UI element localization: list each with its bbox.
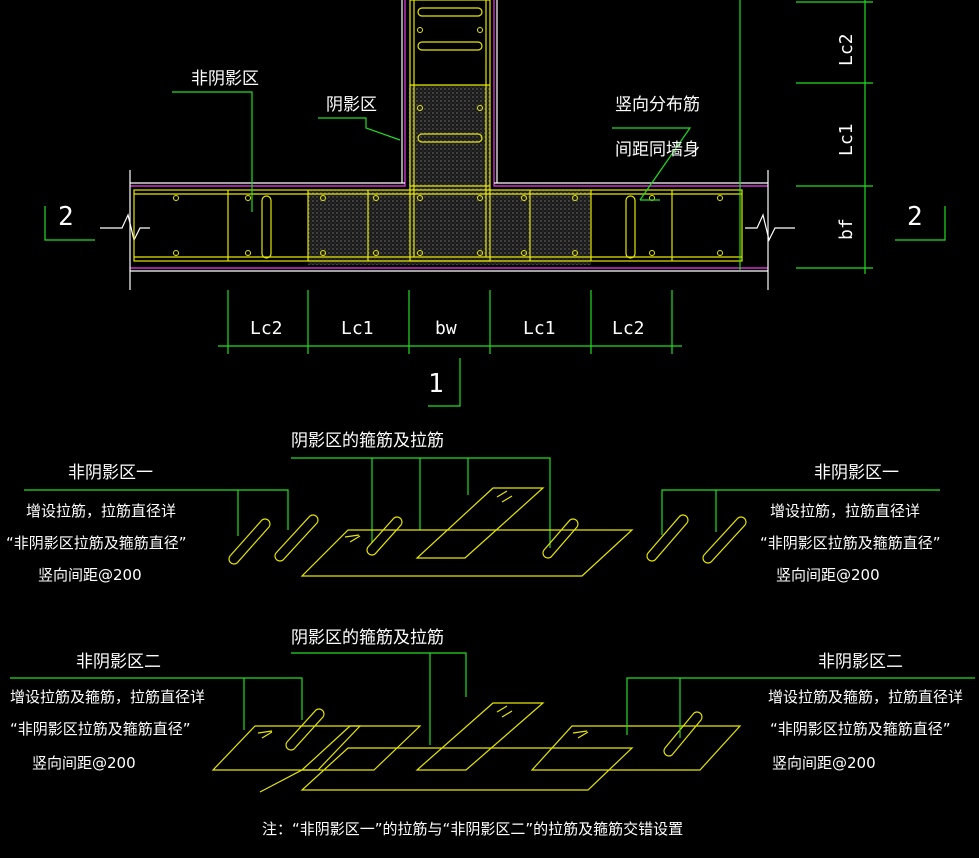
shadow-zone-hatch (308, 190, 591, 265)
label-shadow: 阴影区 (326, 95, 377, 115)
detail-one-left-note-1: 增设拉筋，拉筋直径详 (26, 502, 176, 520)
web-tie-a (417, 7, 483, 17)
detail-two-right-note-2: “非阴影区拉筋及箍筋直径” (770, 720, 951, 738)
rebar-dots (173, 27, 723, 256)
detail-two-left-note-1: 增设拉筋及箍筋，拉筋直径详 (10, 688, 205, 706)
leader-vertical-bar (612, 127, 692, 201)
plan-view: 非阴影区 阴影区 竖向分布筋 间距同墙身 2 2 1 Lc2 Lc1 bw Lc… (44, 0, 946, 407)
detail-two-stirrup-web (415, 702, 545, 771)
break-symbol-right (745, 213, 795, 242)
detail-one-ties (228, 514, 747, 565)
dim-lc1-vert: Lc1 (836, 123, 857, 156)
dim-bw: bw (435, 318, 457, 339)
detail-two-left-note-2: “非阴影区拉筋及箍筋直径” (10, 720, 191, 738)
detail-two-stirrup-base (300, 747, 634, 791)
web-tie-c (417, 133, 483, 143)
dim-lc1-right: Lc1 (523, 318, 556, 339)
break-symbol-left (100, 213, 150, 242)
label-vertical-bar-2: 间距同墙身 (615, 140, 700, 160)
flange-top-edge-right (493, 0, 768, 187)
detail-one-stirrup-main (300, 529, 634, 577)
detail-two-stirrup-main (259, 725, 422, 793)
detail-one-stirrup-web (415, 487, 545, 559)
detail-one-left-note-3: 竖向间距@200 (38, 566, 142, 584)
web-tie-b (417, 41, 483, 51)
dimension-right: Lc2 Lc1 bf (739, 0, 873, 274)
section-bottom: 1 (428, 369, 444, 399)
bottom-note: 注：“非阴影区一”的拉筋与“非阴影区二”的拉筋及箍筋交错设置 (262, 820, 683, 838)
dim-lc1-left: Lc1 (341, 318, 374, 339)
dim-lc2-right: Lc2 (612, 318, 645, 339)
detail-two-right-note-3: 竖向间距@200 (772, 754, 876, 772)
detail-two-right-note-1: 增设拉筋及箍筋，拉筋直径详 (768, 688, 963, 706)
web-stirrup (409, 0, 491, 262)
detail-two-left-note-3: 竖向间距@200 (32, 754, 136, 772)
dim-bf-vert: bf (836, 218, 857, 240)
detail-one-right-note-1: 增设拉筋，拉筋直径详 (770, 502, 920, 520)
detail-one-left-title: 非阴影区一 (68, 463, 153, 483)
detail-two: 阴影区的箍筋及拉筋 非阴影区二 增设拉筋及箍筋，拉筋直径详 “非阴影区拉筋及箍筋… (10, 628, 975, 793)
section-mark-right (895, 206, 946, 241)
detail-two-left-title: 非阴影区二 (76, 652, 161, 672)
detail-two-right-title: 非阴影区二 (818, 652, 903, 672)
dim-lc2-left: Lc2 (250, 318, 283, 339)
flange-top-edge-left (130, 0, 406, 187)
flange-tie-right (625, 195, 636, 259)
section-mark-left (44, 206, 95, 241)
dimension-bottom: Lc2 Lc1 bw Lc1 Lc2 (218, 290, 682, 354)
section-right: 2 (907, 202, 923, 232)
flange-tie-left (261, 195, 272, 259)
leader-non-shadow (172, 91, 253, 212)
label-non-shadow: 非阴影区 (191, 69, 259, 89)
detail-one-title: 阴影区的箍筋及拉筋 (291, 431, 444, 451)
section-mark-bottom (428, 358, 461, 407)
detail-one-right-note-3: 竖向间距@200 (776, 566, 880, 584)
shadow-zone-web-hatch (409, 85, 490, 190)
detail-one: 阴影区的箍筋及拉筋 非阴影区一 增设拉筋，拉筋直径详 “非阴影区拉筋及箍筋直径”… (6, 431, 941, 584)
detail-two-title: 阴影区的箍筋及拉筋 (291, 628, 444, 648)
leader-shadow (318, 117, 401, 141)
section-left: 2 (58, 202, 74, 232)
detail-one-right-title: 非阴影区一 (814, 463, 899, 483)
label-vertical-bar-1: 竖向分布筋 (615, 95, 700, 115)
detail-one-right-note-2: “非阴影区拉筋及箍筋直径” (760, 534, 941, 552)
dim-lc2-vert: Lc2 (836, 33, 857, 66)
detail-two-ties (285, 708, 703, 757)
detail-one-left-note-2: “非阴影区拉筋及箍筋直径” (6, 534, 187, 552)
